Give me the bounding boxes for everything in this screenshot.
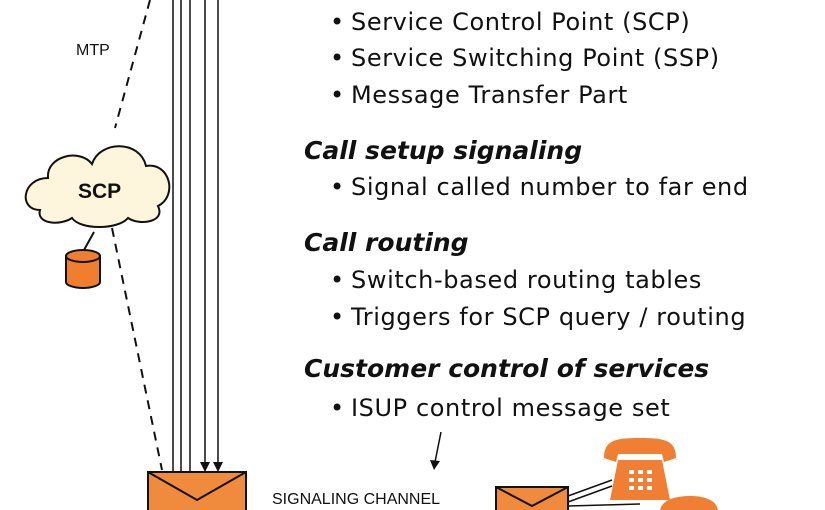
telephone-icon [660,496,718,510]
bullet-marker: • [330,81,345,109]
bullet-marker: • [330,303,345,331]
section-1: Call setup signaling • Signal called num… [304,136,749,201]
bullet-marker: • [330,394,345,422]
channel-pointer-line [434,431,442,463]
arrowhead-icon [213,462,223,472]
section-0: • Service Control Point (SCP) • Service … [330,8,720,109]
bullet-item: Message Transfer Part [351,81,628,109]
arrowhead-icon [430,460,440,470]
section-2: Call routing • Switch-based routing tabl… [304,228,746,331]
scp-cloud-icon: SCP [24,145,171,228]
section-heading: Call routing [304,228,469,257]
arrowhead-icon [200,462,210,472]
right-switch-envelope-icon [495,486,569,510]
bullet-marker: • [330,173,345,201]
bullet-marker: • [330,8,345,36]
bullet-item: ISUP control message set [351,394,670,422]
left-switch-envelope-icon [147,471,247,510]
phone-line-wires [567,479,641,507]
scp-label: SCP [78,180,121,203]
bullet-item: Service Switching Point (SSP) [351,44,720,72]
mtp-label: MTP [76,42,110,59]
bullet-marker: • [330,44,345,72]
section-heading: Customer control of services [304,354,709,383]
section-heading: Call setup signaling [304,136,582,165]
bullet-marker: • [330,266,345,294]
bullet-item: Service Control Point (SCP) [351,8,690,36]
section-3: Customer control of services • ISUP cont… [304,354,709,422]
mtp-link-line [114,0,151,129]
database-icon [65,231,101,289]
bullet-item: Switch-based routing tables [351,266,702,294]
bullet-item: Signal called number to far end [351,173,749,201]
telephone-icon [604,438,676,500]
trunk-lines [172,0,219,472]
bullet-item: Triggers for SCP query / routing [350,303,746,331]
scp-to-switch-dashed-line [111,227,163,471]
signaling-channel-label: SIGNALING CHANNEL [272,491,440,508]
